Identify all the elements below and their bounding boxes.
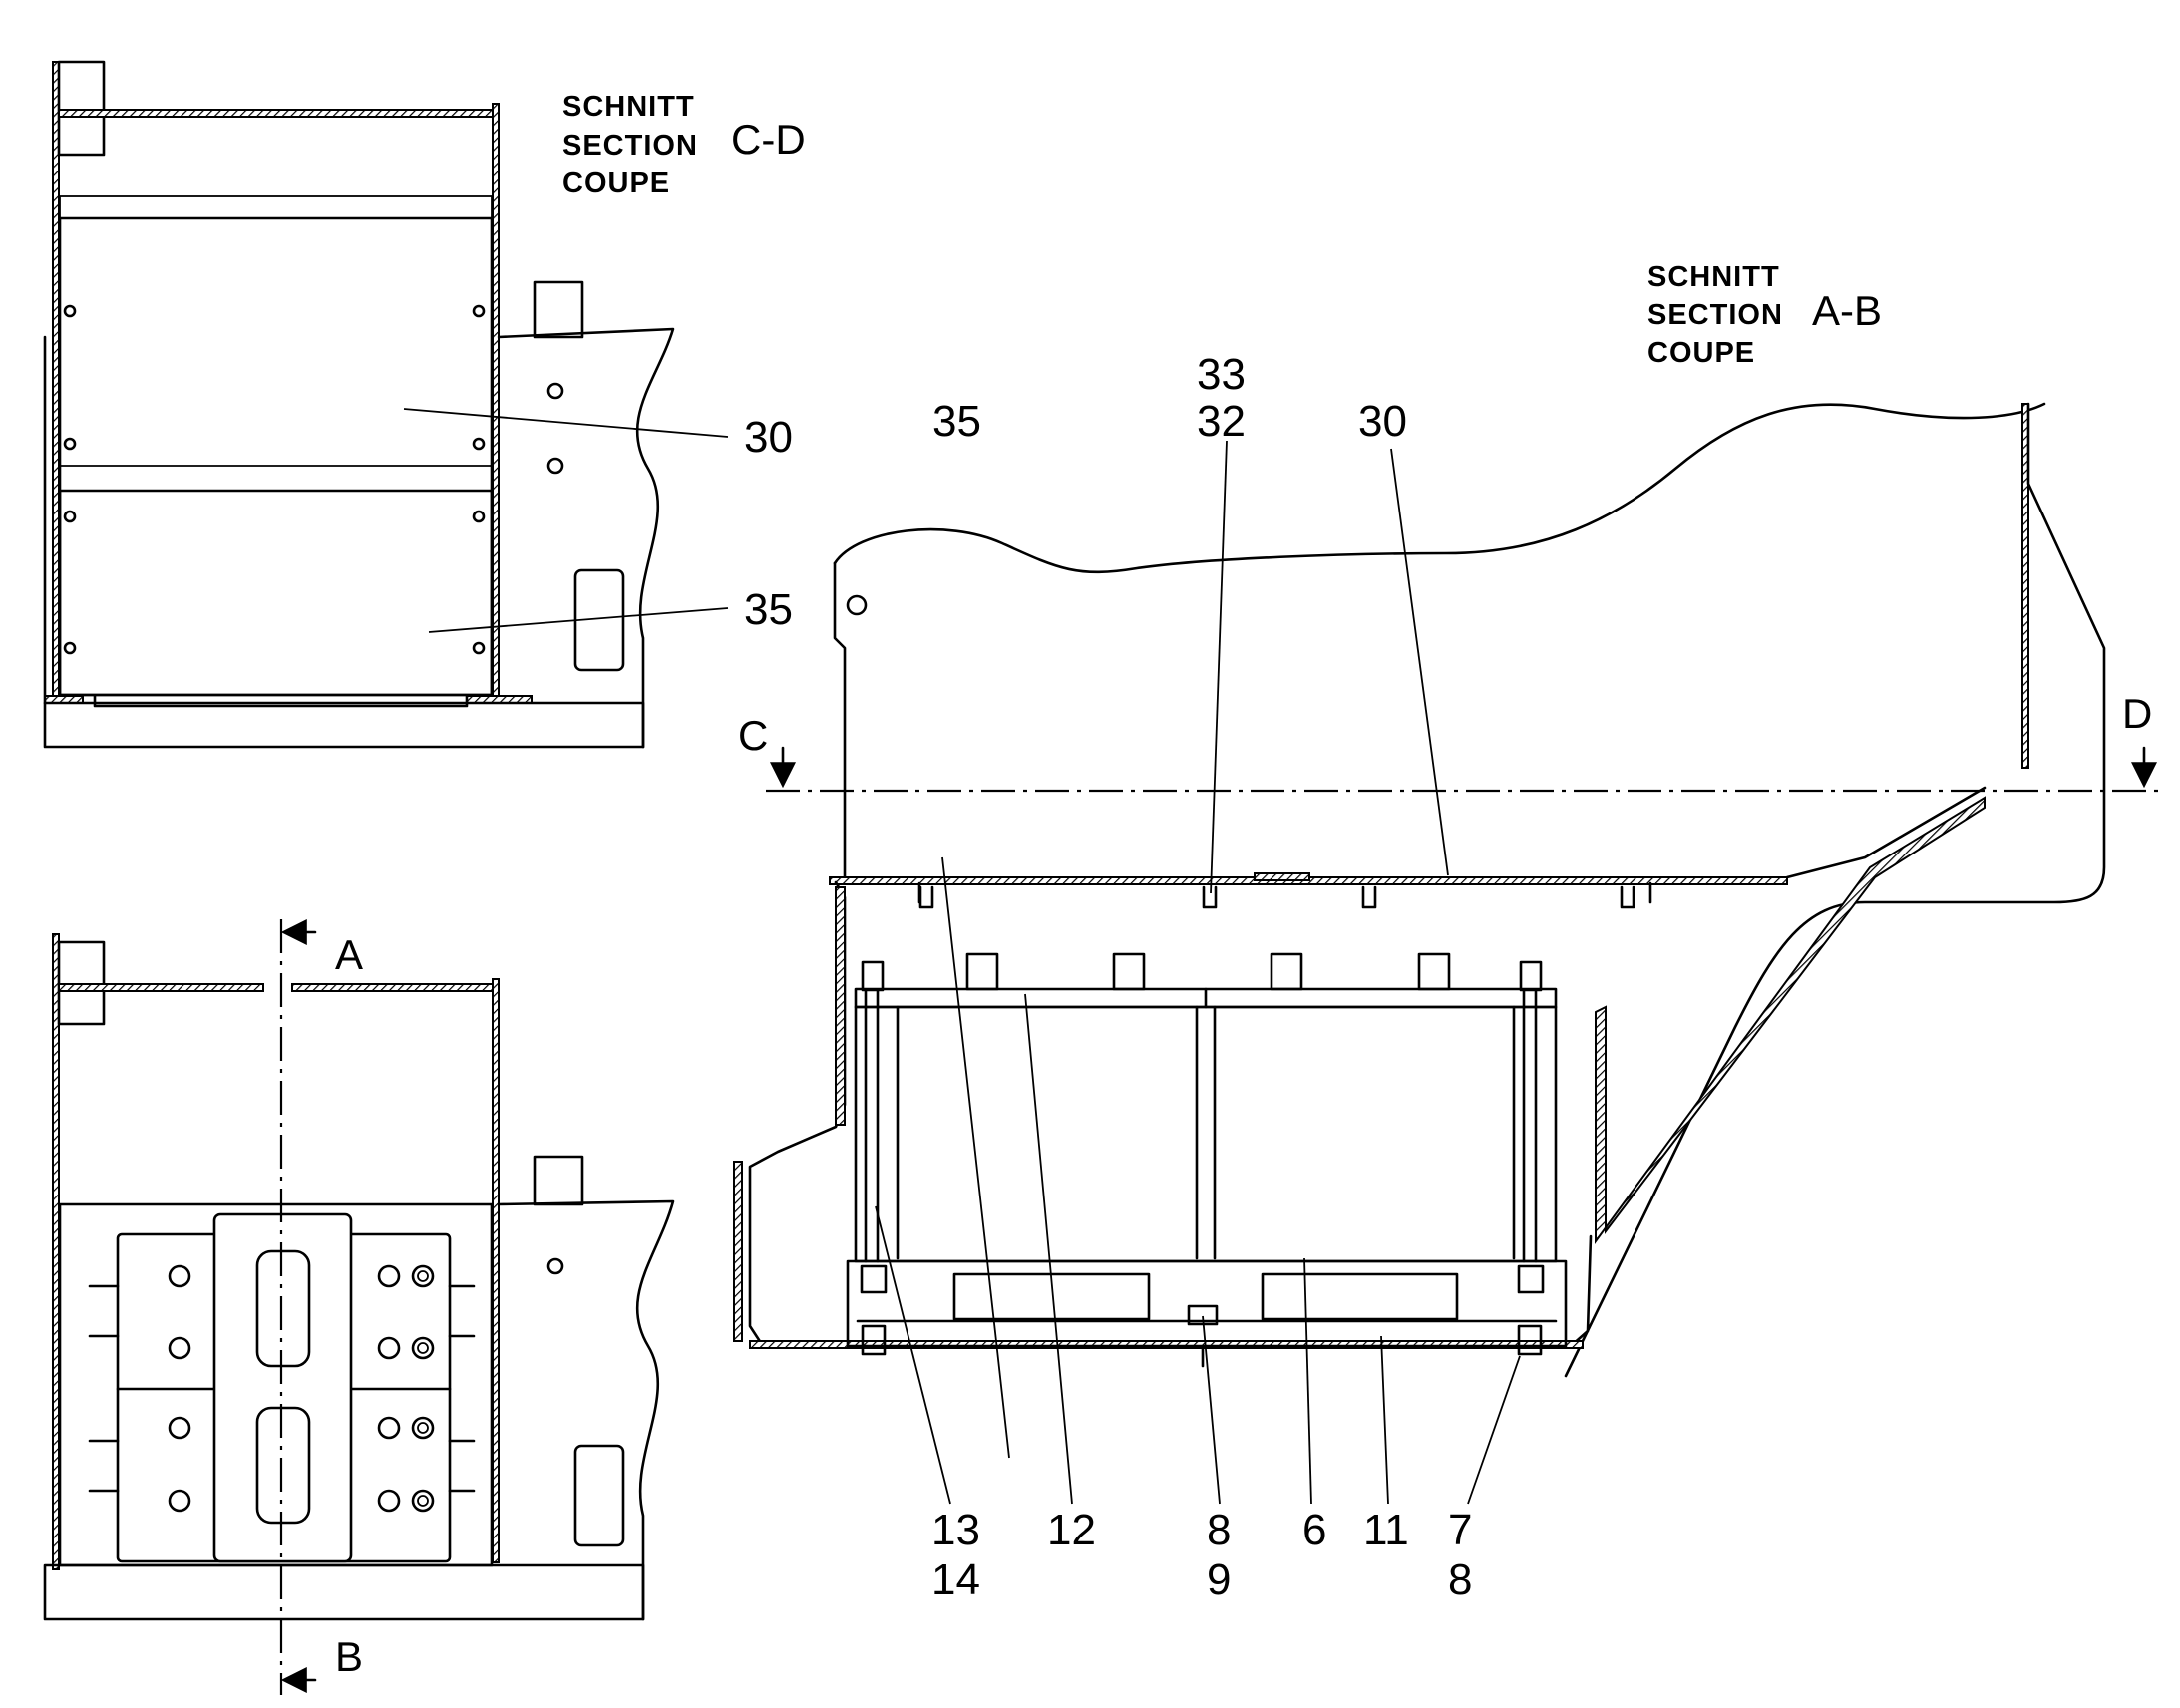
leader-30-ab bbox=[1390, 448, 1449, 876]
cut-marker-d: D bbox=[2122, 690, 2152, 737]
section-cd-title-line2: SECTION bbox=[562, 130, 698, 162]
callout-32-ab: 32 bbox=[1197, 397, 1246, 446]
leader-12-ab bbox=[1024, 993, 1073, 1505]
callout-11-ab: 11 bbox=[1363, 1506, 1409, 1554]
callout-35-ab: 35 bbox=[932, 397, 981, 446]
callout-14-ab: 14 bbox=[931, 1555, 980, 1604]
leader-30-cd bbox=[403, 408, 729, 438]
plan-view: A B bbox=[43, 919, 675, 1695]
callout-6-ab: 6 bbox=[1302, 1506, 1326, 1554]
section-cd-id: C-D bbox=[731, 116, 806, 163]
callout-13-ab: 13 bbox=[931, 1506, 980, 1554]
callout-33-ab: 33 bbox=[1197, 350, 1246, 399]
leader-6-ab bbox=[1303, 1257, 1312, 1505]
callout-9-ab: 9 bbox=[1207, 1555, 1231, 1604]
callout-12-ab: 12 bbox=[1047, 1506, 1096, 1554]
callout-30-ab: 30 bbox=[1358, 397, 1407, 446]
leader-35-ab bbox=[941, 856, 1010, 1459]
leader-8-ab bbox=[1202, 1315, 1221, 1505]
section-ab-title-line1: SCHNITT bbox=[1647, 261, 1780, 293]
section-cd-title-line1: SCHNITT bbox=[562, 91, 695, 123]
leader-7-ab bbox=[1467, 1355, 1521, 1505]
callout-7-ab: 7 bbox=[1448, 1506, 1472, 1554]
callout-35-cd: 35 bbox=[744, 585, 793, 634]
callout-8b-ab: 8 bbox=[1448, 1555, 1472, 1604]
cut-marker-b: B bbox=[335, 1633, 363, 1680]
leader-13-ab bbox=[875, 1205, 951, 1505]
leader-35-cd bbox=[428, 607, 729, 633]
cut-marker-c: C bbox=[738, 712, 768, 759]
section-ab-title-line3: COUPE bbox=[1647, 337, 1755, 369]
section-ab-title-line2: SECTION bbox=[1647, 299, 1783, 331]
section-ab-id: A-B bbox=[1812, 287, 1882, 334]
callout-8a-ab: 8 bbox=[1207, 1506, 1231, 1554]
section-cd-title-line3: COUPE bbox=[562, 168, 670, 199]
callout-30-cd: 30 bbox=[744, 413, 793, 462]
section-ab-view: C D bbox=[733, 261, 2164, 1604]
leader-32-ab bbox=[1210, 440, 1228, 894]
cut-marker-a: A bbox=[335, 931, 363, 978]
leader-11-ab bbox=[1380, 1335, 1389, 1505]
section-cd-view: 30 35 SCHNITT SECTION COUPE C-D bbox=[43, 60, 806, 749]
